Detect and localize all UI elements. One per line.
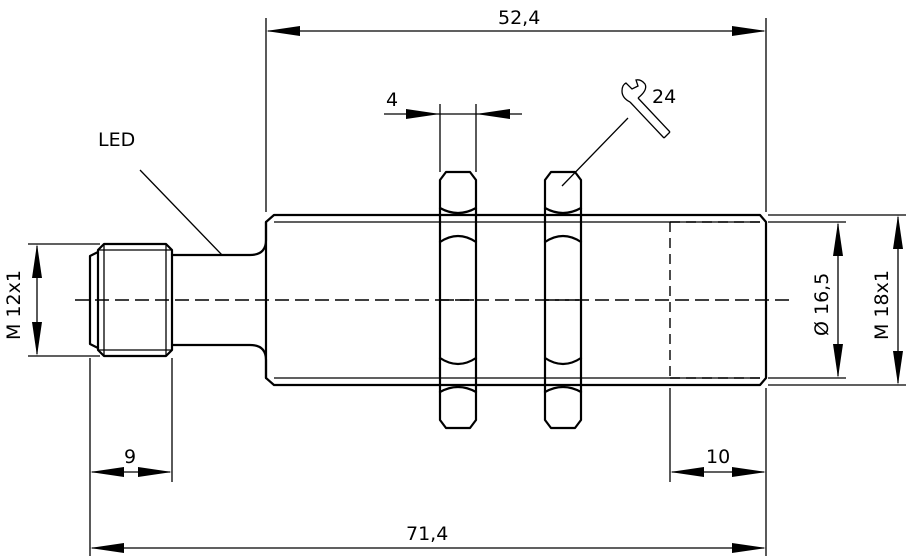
dim-unthreaded-length-label: 10 xyxy=(706,446,730,468)
dim-body-diameter: Ø 16,5 xyxy=(768,221,846,379)
dim-overall-body-label: 52,4 xyxy=(498,7,540,29)
dim-connector-length-label: 9 xyxy=(124,446,136,468)
dim-nut-width-label: 4 xyxy=(386,89,398,111)
dim-connector-thread-label: M 12x1 xyxy=(3,270,25,340)
dim-wrench-size: 24 xyxy=(561,79,676,187)
led-label: LED xyxy=(98,129,135,151)
dim-overall-body: 52,4 xyxy=(265,7,767,212)
dim-connector-thread: M 12x1 xyxy=(3,243,100,357)
dim-body-thread: M 18x1 xyxy=(768,214,906,386)
dim-body-diameter-label: Ø 16,5 xyxy=(811,273,833,336)
dim-wrench-size-label: 24 xyxy=(652,86,676,108)
dim-nut-width: 4 xyxy=(384,89,522,172)
led-leader: LED xyxy=(98,129,223,256)
dim-body-thread-label: M 18x1 xyxy=(871,270,893,340)
dim-total-length-label: 71,4 xyxy=(406,523,448,545)
wrench-icon xyxy=(621,79,671,139)
hex-nut-right xyxy=(543,170,583,430)
dim-connector-length: 9 xyxy=(89,358,173,556)
hex-nut-left xyxy=(438,170,478,430)
dim-unthreaded-length: 10 xyxy=(669,388,767,556)
threaded-body xyxy=(264,213,768,387)
connector-m12 xyxy=(88,242,174,358)
dim-total-length: 71,4 xyxy=(90,523,766,553)
